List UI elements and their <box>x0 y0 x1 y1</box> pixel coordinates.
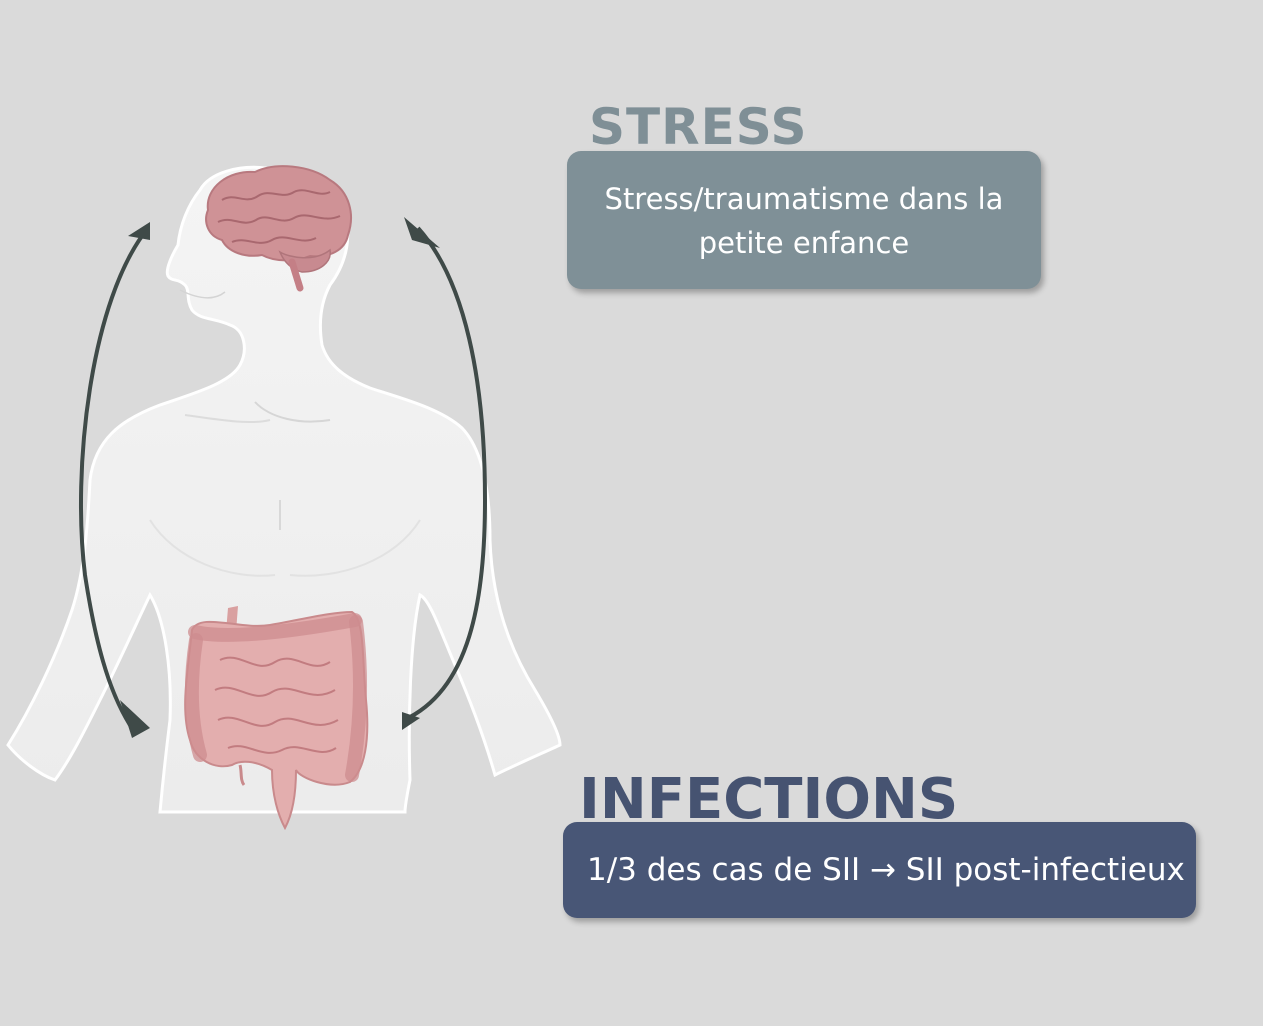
infections-title: INFECTIONS <box>579 772 958 828</box>
stress-card: Stress/traumatisme dans la petite enfanc… <box>567 151 1041 289</box>
stress-title: STRESS <box>589 102 808 152</box>
infections-card: 1/3 des cas de SII → SII post-infectieux <box>563 822 1196 918</box>
